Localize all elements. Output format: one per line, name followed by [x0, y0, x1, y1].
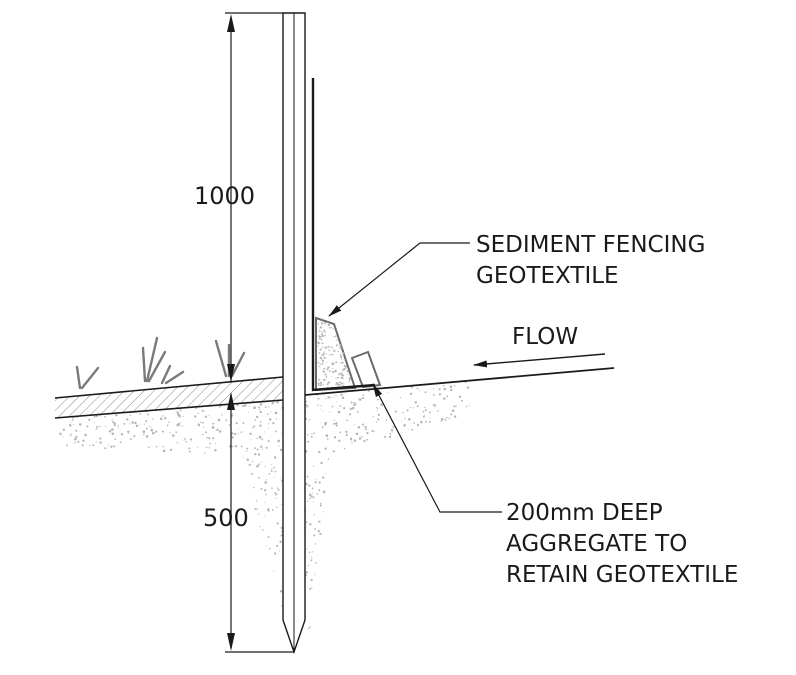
topsoil-hatch — [55, 377, 283, 418]
label-aggregate: 200mm DEEP AGGREGATE TO RETAIN GEOTEXTIL… — [506, 498, 738, 591]
label-aggregate-line2: AGGREGATE TO — [506, 531, 688, 557]
ground-line-left-lower — [54, 399, 284, 419]
geotextile-fabric — [311, 78, 376, 392]
label-aggregate-line3: RETAIN GEOTEXTILE — [506, 562, 739, 588]
ground-line-left — [54, 376, 284, 399]
grass-tufts — [75, 336, 246, 390]
dimension-500: 500 — [203, 504, 249, 532]
dimension-1000: 1000 — [194, 182, 256, 210]
label-sediment-fencing-line1: SEDIMENT FENCING — [476, 232, 706, 258]
dimension-lines — [225, 12, 294, 653]
ground-line-right — [304, 367, 615, 396]
soil-fill — [59, 381, 470, 630]
label-sediment-fencing-line2: GEOTEXTILE — [476, 263, 619, 289]
aggregate-wedge — [315, 316, 357, 392]
dimension-arrows — [227, 14, 235, 651]
label-sediment-fencing: SEDIMENT FENCING GEOTEXTILE — [476, 230, 705, 292]
leader-aggregate — [372, 383, 502, 513]
label-aggregate-line1: 200mm DEEP — [506, 500, 663, 526]
leader-fencing — [328, 242, 470, 317]
label-flow: FLOW — [512, 324, 579, 350]
aggregate-small-stone — [350, 350, 382, 389]
flow-arrow — [473, 353, 606, 368]
